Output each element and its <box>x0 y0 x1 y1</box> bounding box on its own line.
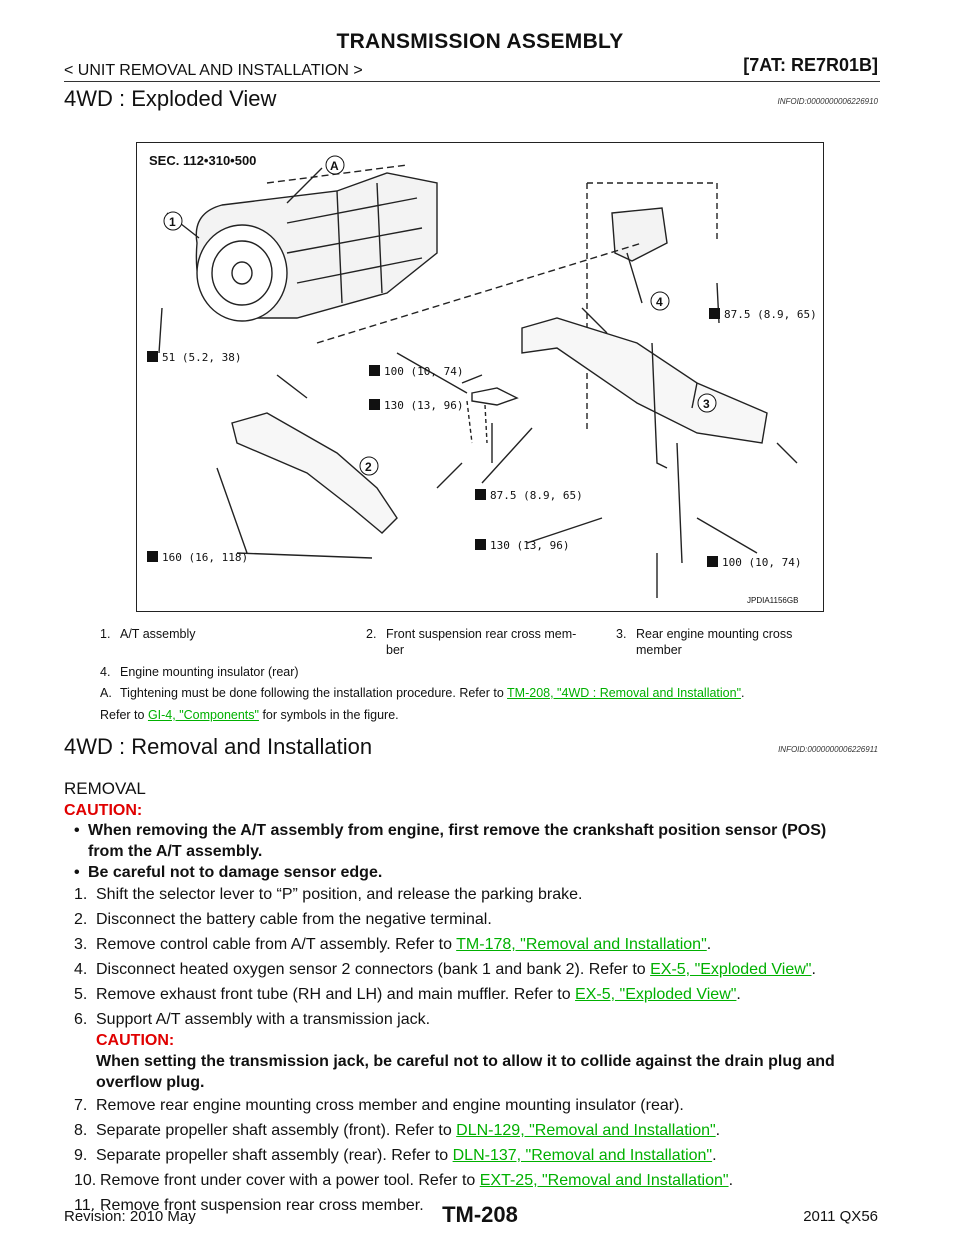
symbols-reference: Refer to GI-4, "Components" for symbols … <box>100 708 399 722</box>
legend-item-4: 4.Engine mounting insulator (rear) <box>100 665 299 679</box>
page-number: TM-208 <box>442 1202 518 1227</box>
model-tag: [7AT: RE7R01B] <box>743 55 878 75</box>
exploded-view-heading: 4WD : Exploded View <box>64 86 277 111</box>
exploded-view-drawing: SEC. 112•310•500 A 1 4 3 2 51 (5.2, 38) … <box>147 153 817 605</box>
step-4: 4.Disconnect heated oxygen sensor 2 conn… <box>74 961 816 978</box>
exploded-view-infoid: INFOID:0000000006226910 <box>777 97 878 106</box>
callout-a: A <box>330 159 339 173</box>
step-5: 5.Remove exhaust front tube (RH and LH) … <box>74 986 741 1003</box>
figure-sec-label: SEC. 112•310•500 <box>149 153 256 168</box>
link-ex-5[interactable]: EX-5, "Exploded View" <box>575 986 737 1003</box>
callout-1: 1 <box>169 215 176 229</box>
link-dln-129[interactable]: DLN-129, "Removal and Installation" <box>456 1122 716 1139</box>
removal-installation-heading: 4WD : Removal and Installation <box>64 734 373 759</box>
link-gi-4[interactable]: GI-4, "Components" <box>147 708 259 722</box>
step-10: 10.Remove front under cover with a power… <box>74 1172 734 1189</box>
revision-date: Revision: 2010 May <box>64 1208 196 1225</box>
removal-installation-infoid: INFOID:0000000006226911 <box>778 745 878 754</box>
torque-label: 100 (10, 74) <box>384 365 463 378</box>
page-title: TRANSMISSION ASSEMBLY <box>336 30 624 53</box>
figure-id: JPDIA1156GB <box>747 596 798 605</box>
caution-bullet-1: •When removing the A/T assembly from eng… <box>74 822 827 860</box>
callout-3: 3 <box>703 397 710 411</box>
link-tm-178[interactable]: TM-178, "Removal and Installation" <box>456 936 707 953</box>
step-1: 1.Shift the selector lever to “P” positi… <box>74 886 583 903</box>
legend-item-1: 1.A/T assembly <box>100 627 196 641</box>
callout-4: 4 <box>656 295 663 309</box>
removal-subhead: REMOVAL <box>64 779 146 798</box>
step-3: 3.Remove control cable from A/T assembly… <box>74 936 712 953</box>
step-6: 6.Support A/T assembly with a transmissi… <box>74 1011 835 1091</box>
step-11: 11.Remove front suspension rear cross me… <box>74 1197 424 1214</box>
step-2: 2.Disconnect the battery cable from the … <box>74 911 492 928</box>
link-ex-5[interactable]: EX-5, "Exploded View" <box>650 961 812 978</box>
step-8: 8.Separate propeller shaft assembly (fro… <box>74 1122 721 1139</box>
caution-label: CAUTION: <box>64 802 143 819</box>
header-divider <box>64 81 880 82</box>
torque-label: 160 (16, 118) <box>162 551 248 564</box>
legend-item-3: 3.Rear engine mounting cross member <box>616 627 793 657</box>
link-ext-25[interactable]: EXT-25, "Removal and Installation" <box>479 1172 729 1189</box>
section-breadcrumb: < UNIT REMOVAL AND INSTALLATION > <box>64 62 363 79</box>
torque-label: 130 (13, 96) <box>384 399 463 412</box>
step-9: 9.Separate propeller shaft assembly (rea… <box>74 1147 717 1164</box>
exploded-view-figure: SEC. 112•310•500 A 1 4 3 2 51 (5.2, 38) … <box>136 142 824 612</box>
callout-2: 2 <box>365 460 372 474</box>
legend-item-2: 2.Front suspension rear cross mem- ber <box>366 627 577 657</box>
torque-label: 87.5 (8.9, 65) <box>490 489 583 502</box>
model-year: 2011 QX56 <box>803 1208 878 1225</box>
torque-label: 51 (5.2, 38) <box>162 351 241 364</box>
torque-label: 87.5 (8.9, 65) <box>724 308 817 321</box>
link-dln-137[interactable]: DLN-137, "Removal and Installation" <box>452 1147 713 1164</box>
step-7: 7.Remove rear engine mounting cross memb… <box>74 1097 684 1114</box>
caution-bullet-2: •Be careful not to damage sensor edge. <box>74 864 383 881</box>
note-a: A.Tightening must be done following the … <box>100 686 745 700</box>
step-6-caution-label: CAUTION: <box>96 1032 175 1049</box>
torque-label: 130 (13, 96) <box>490 539 569 552</box>
torque-label: 100 (10, 74) <box>722 556 801 569</box>
link-tm-208[interactable]: TM-208, "4WD : Removal and Installation" <box>507 686 742 700</box>
